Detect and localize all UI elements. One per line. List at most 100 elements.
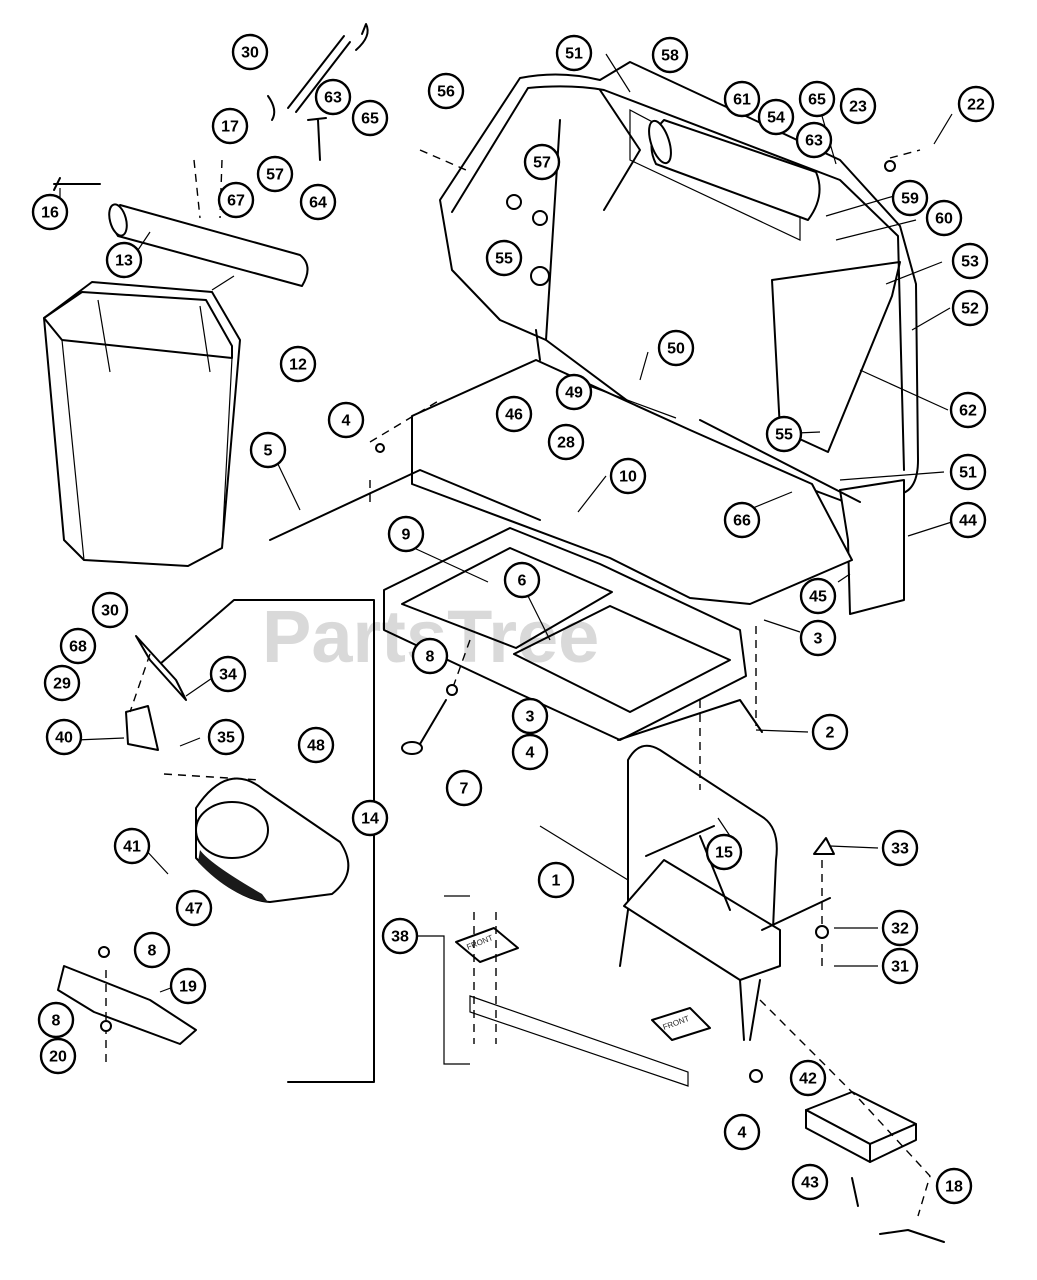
callout-2: 2 xyxy=(811,713,849,751)
callout-circle xyxy=(445,769,483,807)
callout-number: 23 xyxy=(849,99,867,116)
callout-number: 8 xyxy=(52,1013,61,1030)
callout-circle xyxy=(957,85,995,123)
callout-number: 8 xyxy=(426,649,435,666)
part-stud xyxy=(307,117,327,161)
callout-31: 31 xyxy=(881,947,919,985)
callout-12: 12 xyxy=(279,345,317,383)
callout-63: 63 xyxy=(314,78,352,116)
callout-circle xyxy=(723,1113,761,1151)
callout-1: 1 xyxy=(537,861,575,899)
callout-55: 55 xyxy=(485,239,523,277)
callout-number: 58 xyxy=(661,48,679,65)
callout-28: 28 xyxy=(547,423,585,461)
callout-8: 8 xyxy=(133,931,171,969)
callout-circle xyxy=(555,34,593,72)
callout-10: 10 xyxy=(609,457,647,495)
callout-number: 31 xyxy=(891,959,909,976)
callout-number: 15 xyxy=(715,845,733,862)
part-rod-2 xyxy=(617,699,763,741)
callout-57: 57 xyxy=(523,143,561,181)
callout-number: 7 xyxy=(460,781,469,798)
callout-circle xyxy=(133,931,171,969)
callout-number: 59 xyxy=(901,191,919,208)
callout-54: 54 xyxy=(757,98,795,136)
callout-number: 41 xyxy=(123,839,141,856)
callout-18: 18 xyxy=(935,1167,973,1205)
callout-number: 46 xyxy=(505,407,523,424)
callout-51: 51 xyxy=(555,34,593,72)
callout-circle xyxy=(387,515,425,553)
callout-circle xyxy=(175,889,213,927)
callout-number: 47 xyxy=(185,901,203,918)
callout-number: 18 xyxy=(945,1179,963,1196)
callout-circle xyxy=(757,98,795,136)
callout-circle xyxy=(211,107,249,145)
callout-number: 63 xyxy=(324,90,342,107)
part-plate-19 xyxy=(57,965,197,1045)
part-deflector-cylinder xyxy=(648,119,821,221)
callout-circle xyxy=(351,99,389,137)
callout-68: 68 xyxy=(59,627,97,665)
callout-15: 15 xyxy=(705,833,743,871)
callout-number: 51 xyxy=(959,465,977,482)
callout-circle xyxy=(705,833,743,871)
callout-circle xyxy=(31,193,69,231)
callout-circle xyxy=(105,241,143,279)
callout-circle xyxy=(839,87,877,125)
callout-number: 3 xyxy=(814,631,823,648)
callout-45: 45 xyxy=(799,577,837,615)
callout-number: 42 xyxy=(799,1071,817,1088)
callout-number: 17 xyxy=(221,119,239,136)
part-bracket-34 xyxy=(135,635,187,701)
callout-3: 3 xyxy=(799,619,837,657)
callout-number: 4 xyxy=(738,1125,747,1142)
callout-circle xyxy=(231,33,269,71)
callout-13: 13 xyxy=(105,241,143,279)
callout-number: 30 xyxy=(241,45,259,62)
callout-30: 30 xyxy=(91,591,129,629)
callout-number: 34 xyxy=(219,667,237,684)
part-lower-box xyxy=(839,479,905,615)
callout-number: 65 xyxy=(808,92,826,109)
callout-65: 65 xyxy=(351,99,389,137)
callout-circle xyxy=(351,799,389,837)
part-pivot-tube xyxy=(108,203,309,287)
callout-number: 67 xyxy=(227,193,245,210)
callout-number: 51 xyxy=(565,46,583,63)
callout-8: 8 xyxy=(37,1001,75,1039)
callout-42: 42 xyxy=(789,1059,827,1097)
callout-circle xyxy=(723,80,761,118)
part-eye-bolt xyxy=(401,699,447,755)
callout-9: 9 xyxy=(387,515,425,553)
callout-circle xyxy=(39,1037,77,1075)
callout-number: 55 xyxy=(775,427,793,444)
callout-6: 6 xyxy=(503,561,541,599)
callout-number: 2 xyxy=(826,725,835,742)
callout-number: 30 xyxy=(101,603,119,620)
callout-circle xyxy=(169,967,207,1005)
callout-46: 46 xyxy=(495,395,533,433)
callout-number: 29 xyxy=(53,676,71,693)
callout-3: 3 xyxy=(511,697,549,735)
callout-41: 41 xyxy=(113,827,151,865)
callout-circle xyxy=(949,391,987,429)
callout-circle xyxy=(503,561,541,599)
callout-number: 28 xyxy=(557,435,575,452)
callout-number: 62 xyxy=(959,403,977,420)
callout-circle xyxy=(949,501,987,539)
callout-4: 4 xyxy=(327,401,365,439)
callout-circle xyxy=(381,917,419,955)
callout-number: 33 xyxy=(891,841,909,858)
callout-circle xyxy=(485,239,523,277)
callout-49: 49 xyxy=(555,373,593,411)
part-clip-top xyxy=(267,95,276,121)
callout-number: 9 xyxy=(402,527,411,544)
callout-number: 48 xyxy=(307,738,325,755)
callout-number: 60 xyxy=(935,211,953,228)
callout-60: 60 xyxy=(925,199,963,237)
callout-62: 62 xyxy=(949,391,987,429)
callout-48: 48 xyxy=(297,726,335,764)
callout-number: 64 xyxy=(309,195,327,212)
